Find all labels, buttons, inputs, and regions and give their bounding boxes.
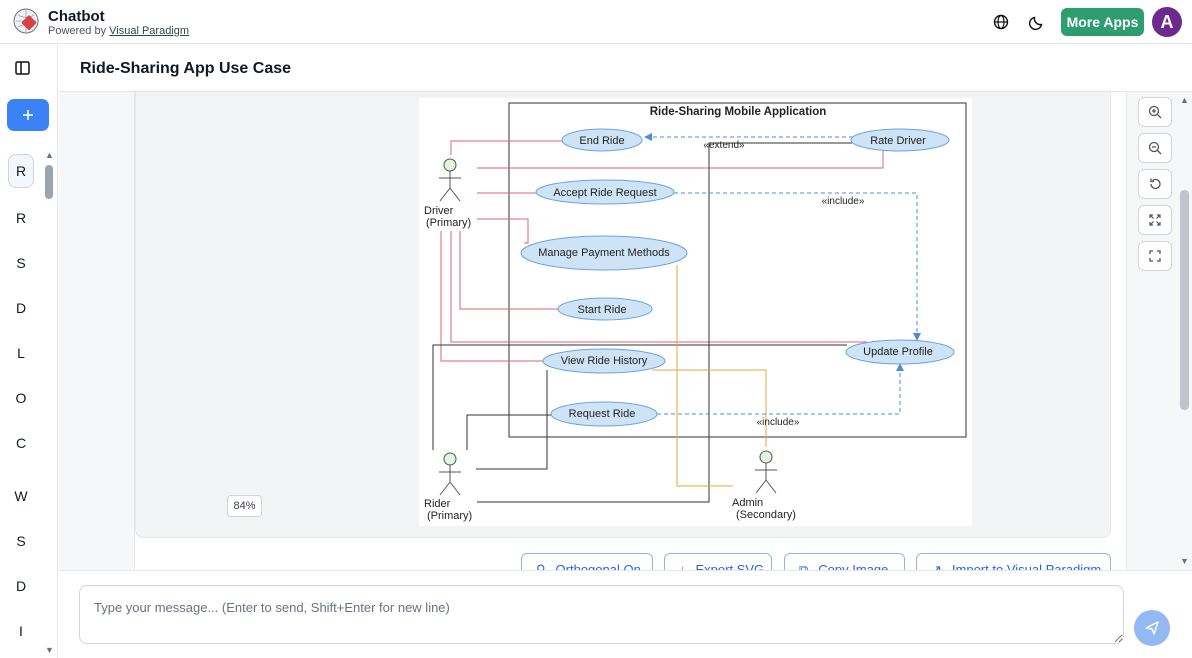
send-icon (1145, 621, 1159, 635)
sidebar-item-2[interactable]: R (15, 210, 27, 226)
uc-label-end-ride: End Ride (579, 135, 624, 147)
actor-rider-icon[interactable] (439, 452, 461, 496)
plus-icon (23, 110, 33, 120)
driver-associations (440, 140, 884, 362)
sidebar-item-7[interactable]: C (15, 435, 27, 451)
actor-driver-icon[interactable] (439, 158, 461, 202)
use-case-view-ride-history[interactable] (542, 348, 666, 374)
actor-admin-icon[interactable] (755, 450, 777, 494)
use-case-end-ride[interactable] (561, 128, 643, 152)
rider-associations (432, 142, 852, 503)
actor-admin-name: Admin (732, 497, 763, 509)
sidebar-item-9[interactable]: S (16, 533, 26, 549)
sidebar: R R S D L O C W S D I ▲ ▼ (0, 45, 58, 658)
reset-view-button[interactable] (1138, 169, 1172, 199)
sidebar-item-5[interactable]: L (17, 345, 25, 361)
orthogonal-toggle-button[interactable]: ⚲ Orthogonal On (521, 553, 653, 570)
orthogonal-icon: ⚲ (536, 562, 546, 570)
import-vp-button[interactable]: ↗ Import to Visual Paradigm (916, 553, 1111, 570)
sidebar-item-4[interactable]: D (15, 300, 27, 316)
main-scrollbar[interactable] (1180, 190, 1189, 410)
sidebar-scroll-down-icon[interactable]: ▼ (45, 645, 54, 655)
uc-label-start-ride: Start Ride (578, 304, 627, 316)
sidebar-item-11[interactable]: I (19, 623, 23, 639)
use-case-update-profile[interactable] (845, 339, 955, 365)
powered-by: Powered by Visual Paradigm (48, 25, 189, 37)
main-scroll-down-icon[interactable]: ▼ (1180, 556, 1189, 566)
app-name: Chatbot (48, 8, 105, 25)
message-input[interactable] (79, 585, 1124, 644)
send-button[interactable] (1134, 610, 1170, 646)
dependency-lines (644, 133, 921, 415)
zoom-out-button[interactable] (1138, 133, 1172, 163)
dark-mode-icon[interactable] (1026, 11, 1048, 33)
fit-view-button[interactable] (1138, 205, 1172, 235)
actor-rider-role: (Primary) (427, 510, 472, 522)
uc-label-accept-ride: Accept Ride Request (553, 187, 656, 199)
powered-prefix: Powered by (48, 25, 110, 37)
actor-driver-role: (Primary) (426, 217, 471, 229)
fullscreen-button[interactable] (1138, 241, 1172, 271)
fullscreen-icon (1149, 250, 1161, 262)
orthogonal-label: Orthogonal On (555, 562, 641, 570)
new-chat-button[interactable] (7, 99, 49, 131)
use-cases (520, 128, 955, 427)
sidebar-item-3[interactable]: S (16, 255, 26, 271)
copy-image-label: Copy Image (818, 562, 889, 570)
sidebar-item-6[interactable]: O (15, 390, 27, 406)
download-icon: ↓ (679, 562, 686, 570)
reset-icon (1150, 178, 1161, 190)
admin-associations (652, 265, 767, 487)
diagram-panel: Ride-Sharing Mobile Application (135, 92, 1172, 538)
uc-label-rate-driver: Rate Driver (870, 135, 926, 147)
system-boundary (508, 102, 967, 438)
use-case-request-ride[interactable] (550, 401, 658, 427)
use-case-rate-driver[interactable] (850, 128, 950, 152)
zoom-out-icon (1148, 141, 1162, 155)
uc-label-manage-payment: Manage Payment Methods (538, 247, 670, 259)
title-bar: Ride-Sharing App Use Case (59, 45, 1192, 92)
uc-label-request-ride: Request Ride (569, 408, 636, 420)
system-name: Ride-Sharing Mobile Application (650, 106, 827, 118)
external-link-icon: ↗ (931, 562, 942, 570)
zoom-level: 84% (227, 495, 262, 517)
top-bar: Chatbot Powered by Visual Paradigm More … (0, 0, 1192, 44)
zoom-in-button[interactable] (1138, 97, 1172, 127)
uc-label-update-profile: Update Profile (863, 346, 933, 358)
sidebar-scroll-up-icon[interactable]: ▲ (45, 150, 54, 160)
import-vp-label: Import to Visual Paradigm (951, 562, 1102, 570)
chat-area: Ride-Sharing Mobile Application (59, 92, 1192, 570)
extend-label: «extend» (703, 140, 745, 151)
use-case-manage-payment[interactable] (520, 235, 688, 271)
page-title: Ride-Sharing App Use Case (80, 60, 292, 77)
sidebar-item-10[interactable]: D (15, 578, 27, 594)
more-apps-button[interactable]: More Apps (1061, 8, 1144, 36)
expand-icon (1149, 214, 1161, 226)
main-scroll-up-icon[interactable]: ▲ (1180, 95, 1189, 105)
export-svg-button[interactable]: ↓ Export SVG (664, 553, 772, 570)
sidebar-scrollbar[interactable] (45, 165, 53, 199)
input-area (59, 570, 1192, 658)
export-svg-label: Export SVG (695, 562, 765, 570)
copy-icon: ⧉ (799, 562, 809, 570)
include-label-2: «include» (757, 417, 800, 428)
globe-icon[interactable] (990, 11, 1012, 33)
visual-paradigm-link[interactable]: Visual Paradigm (109, 25, 190, 37)
copy-image-button[interactable]: ⧉ Copy Image (784, 553, 905, 570)
include-label-1: «include» (822, 196, 865, 207)
use-case-accept-ride-request[interactable] (535, 179, 675, 205)
actor-rider-name: Rider (424, 498, 451, 510)
diagram-canvas[interactable]: Ride-Sharing Mobile Application (419, 98, 972, 526)
use-case-diagram: Ride-Sharing Mobile Application (424, 102, 967, 522)
uc-label-view-history: View Ride History (561, 355, 648, 367)
sidebar-item-1[interactable]: R (8, 154, 34, 188)
avatar[interactable]: A (1152, 7, 1182, 37)
use-case-start-ride[interactable] (557, 297, 653, 321)
zoom-in-icon (1148, 105, 1162, 119)
sidebar-toggle-icon[interactable] (13, 58, 33, 78)
app-logo-icon (13, 8, 39, 34)
sidebar-item-8[interactable]: W (14, 488, 28, 504)
actor-driver-name: Driver (424, 205, 454, 217)
actor-admin-role: (Secondary) (736, 509, 796, 521)
